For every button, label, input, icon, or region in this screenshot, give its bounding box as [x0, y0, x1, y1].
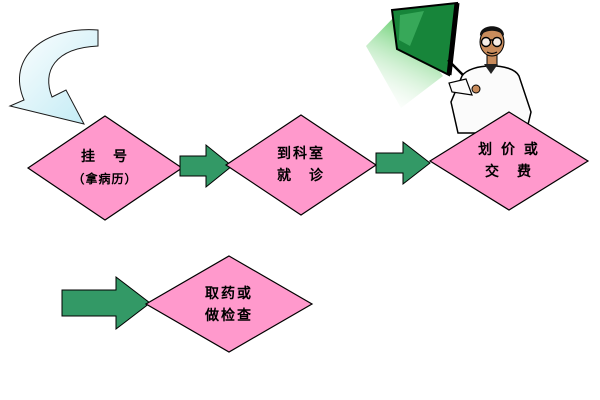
doctor-tie — [484, 64, 498, 74]
doctor-hair — [479, 26, 505, 36]
arrow-consult-to-pay — [375, 140, 431, 186]
arrow-to-pharmacy — [61, 275, 151, 331]
flow-node-pharmacy — [144, 255, 314, 353]
curved-start-arrow — [8, 29, 99, 125]
flow-node-pharmacy-line1: 取药或 — [205, 285, 253, 302]
flow-node-pay — [428, 111, 590, 211]
flow-node-pay-line1: 划 价 或 — [478, 141, 540, 158]
doctor-hand — [471, 84, 481, 94]
glasses-right-lens-icon — [491, 36, 503, 48]
doctor-smile — [486, 51, 498, 55]
board-sheen — [399, 11, 424, 46]
doctor-arm — [448, 78, 473, 96]
glasses-left-lens-icon — [480, 36, 492, 48]
flow-node-consult-line2: 就 诊 — [277, 167, 325, 184]
arrow-register-to-consult — [179, 143, 233, 189]
flow-node-pay-line2: 交 费 — [485, 163, 533, 180]
projector-beam-shape — [366, 14, 443, 108]
flow-node-register — [26, 115, 184, 221]
flow-node-register-line2: （拿病历） — [72, 171, 137, 186]
flow-node-register-line1: 挂 号 — [81, 148, 129, 165]
flow-node-consult — [224, 114, 378, 216]
flow-node-pharmacy-line2: 做检查 — [204, 307, 253, 324]
flow-node-consult-line1: 到科室 — [277, 145, 325, 162]
